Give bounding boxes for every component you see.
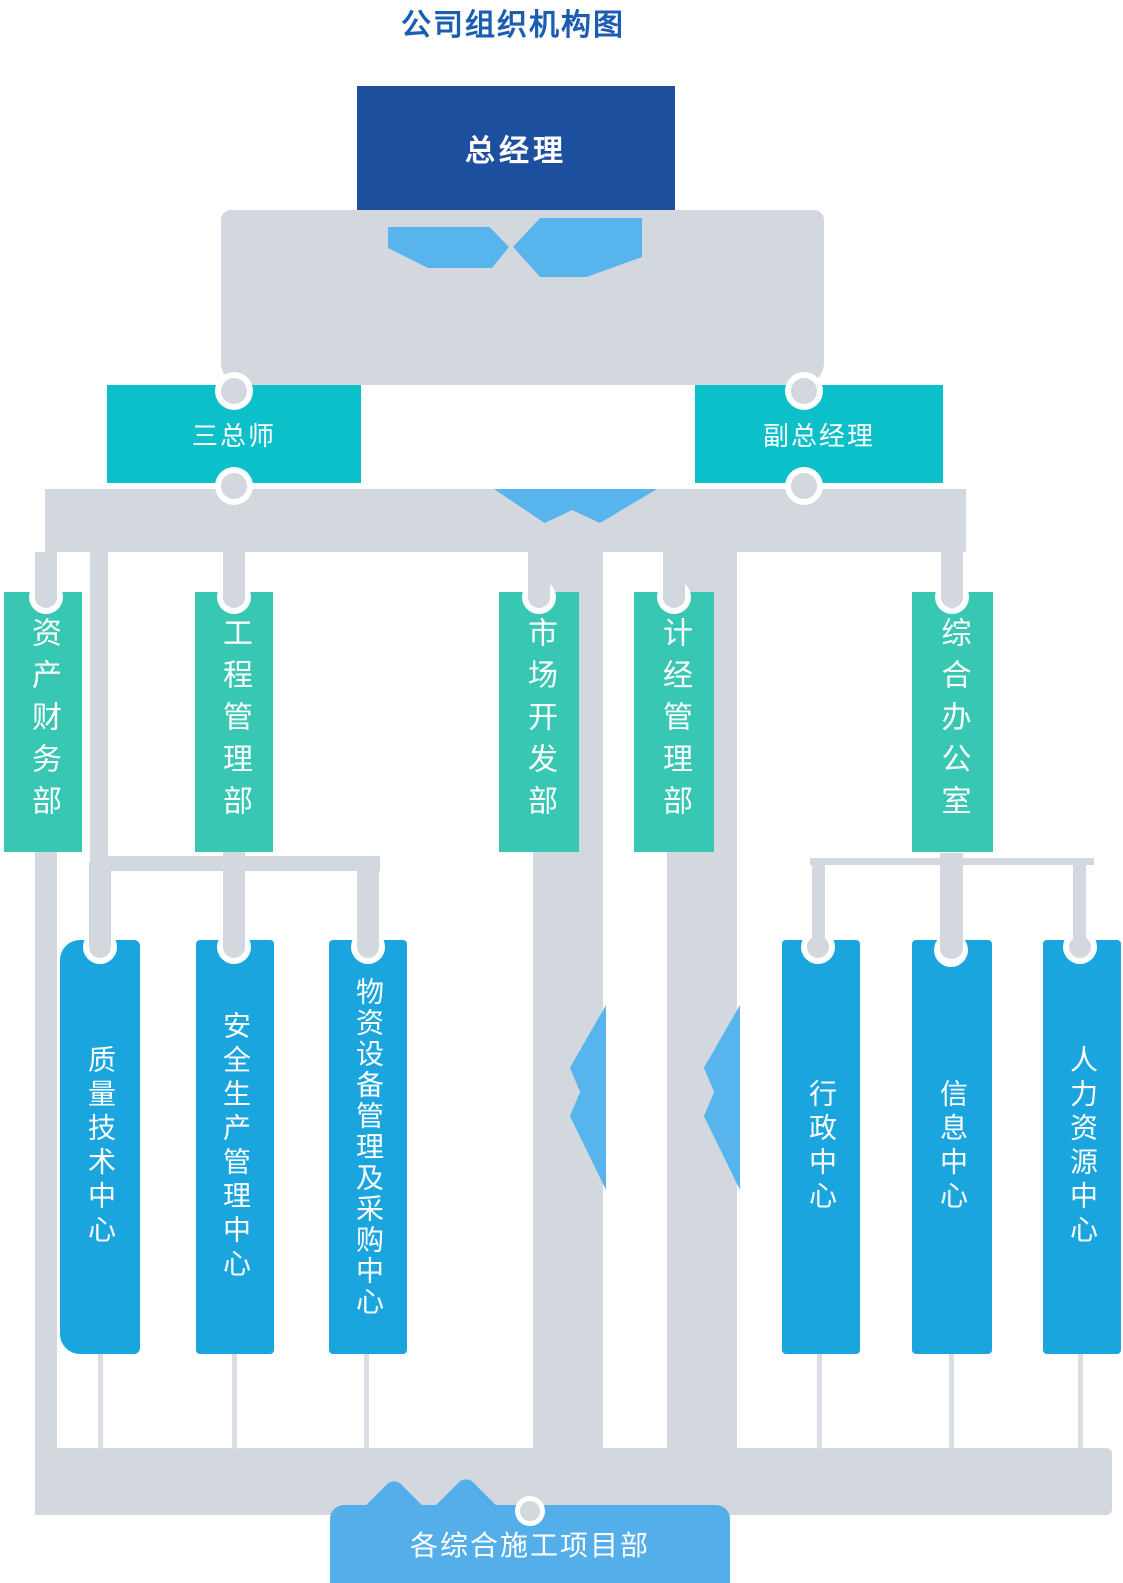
thin-line-quality bbox=[98, 1352, 103, 1450]
center-label: 行政中心 bbox=[806, 1079, 837, 1215]
dept-label: 市场开发部 bbox=[523, 617, 556, 827]
deputy-gm-label: 副总经理 bbox=[762, 420, 875, 451]
ceo-box: 总经理 bbox=[357, 86, 675, 210]
dept-label: 工程管理部 bbox=[218, 617, 251, 827]
dept-box-general-office: 综合办公室 bbox=[912, 592, 993, 852]
center-label: 质量技术中心 bbox=[85, 1045, 116, 1249]
center-box-info: 信息中心 bbox=[912, 940, 992, 1354]
center-label: 人力资源中心 bbox=[1067, 1045, 1098, 1249]
connector-band-top bbox=[221, 210, 824, 385]
dept-label: 计经管理部 bbox=[658, 617, 691, 827]
connector-band-mid bbox=[45, 489, 966, 552]
junction-dot bbox=[35, 586, 57, 608]
junction-dot bbox=[528, 586, 550, 608]
dept-box-market-dev: 市场开发部 bbox=[499, 592, 579, 852]
junction-dot bbox=[941, 586, 963, 608]
dept-box-planning: 计经管理部 bbox=[634, 592, 714, 852]
dept-label: 综合办公室 bbox=[936, 617, 970, 827]
junction-dot bbox=[221, 473, 247, 499]
junction-dot bbox=[520, 1501, 540, 1521]
center-box-quality: 质量技术中心 bbox=[60, 940, 140, 1354]
dept-label: 资产财务部 bbox=[27, 617, 60, 827]
chiefs-label: 三总师 bbox=[191, 420, 276, 451]
center-box-admin: 行政中心 bbox=[782, 940, 860, 1354]
center-box-materials: 物资设备管理及采购中心 bbox=[329, 940, 407, 1354]
page-title: 公司组织机构图 bbox=[401, 9, 625, 42]
dept-box-engineering: 工程管理部 bbox=[195, 592, 273, 852]
junction-dot bbox=[791, 378, 817, 404]
projects-label: 各综合施工项目部 bbox=[409, 1530, 650, 1561]
junction-dot bbox=[791, 473, 817, 499]
center-label: 物资设备管理及采购中心 bbox=[353, 976, 384, 1318]
thin-line-admin bbox=[817, 1352, 822, 1450]
center-label: 安全生产管理中心 bbox=[220, 1011, 251, 1283]
connector-vert-left-side bbox=[90, 552, 108, 871]
ceo-label: 总经理 bbox=[465, 135, 567, 168]
center-box-hr: 人力资源中心 bbox=[1043, 940, 1121, 1354]
thin-line-info bbox=[949, 1352, 954, 1450]
thin-line-hr bbox=[1078, 1352, 1083, 1450]
junction-dot bbox=[357, 936, 379, 958]
center-label: 信息中心 bbox=[937, 1079, 968, 1215]
thin-line-materials bbox=[364, 1352, 369, 1450]
junction-stem bbox=[1073, 905, 1086, 943]
junction-dot bbox=[223, 936, 245, 958]
junction-dot bbox=[89, 936, 111, 958]
junction-dot bbox=[1069, 936, 1091, 958]
junction-dot bbox=[807, 936, 829, 958]
junction-dot bbox=[221, 378, 247, 404]
junction-dot bbox=[663, 586, 685, 608]
junction-stem bbox=[812, 905, 825, 943]
center-box-safety: 安全生产管理中心 bbox=[196, 940, 274, 1354]
junction-dot bbox=[223, 586, 245, 608]
dept-box-assets-finance: 资产财务部 bbox=[4, 592, 82, 852]
junction-stem bbox=[940, 853, 963, 959]
thin-line-safety bbox=[232, 1352, 237, 1450]
